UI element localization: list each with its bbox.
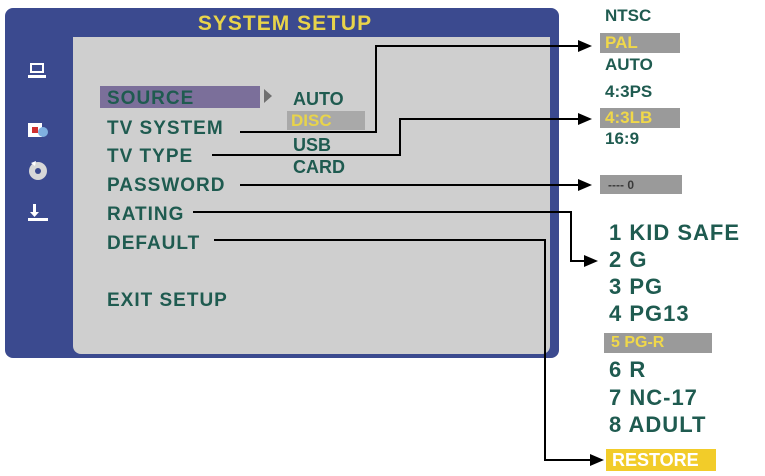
source-option-auto[interactable]: AUTO <box>293 89 344 109</box>
menu-password[interactable]: PASSWORD <box>107 175 226 196</box>
rating-option-selected[interactable]: 5 PG-R <box>604 333 712 353</box>
source-option-card[interactable]: CARD <box>293 157 345 177</box>
password-field[interactable]: ---- 0 <box>600 175 682 194</box>
source-highlight <box>100 86 260 108</box>
language-icon[interactable] <box>27 120 49 140</box>
rating-option[interactable]: 8 ADULT <box>609 412 707 437</box>
rating-option[interactable]: 7 NC-17 <box>609 385 698 410</box>
rating-option[interactable]: 3 PG <box>609 274 664 299</box>
menu-tv-type[interactable]: TV TYPE <box>107 146 194 167</box>
source-option-disc[interactable]: DISC <box>287 111 365 130</box>
tv-type-4-3lb[interactable]: 4:3LB <box>600 108 680 128</box>
menu-tv-system[interactable]: TV SYSTEM <box>107 118 224 139</box>
menu-rating[interactable]: RATING <box>107 204 185 225</box>
tv-system-ntsc[interactable]: NTSC <box>605 6 652 25</box>
preference-icon[interactable] <box>27 203 49 223</box>
source-option-usb[interactable]: USB <box>293 135 332 155</box>
tv-type-4-3ps[interactable]: 4:3PS <box>605 82 653 101</box>
rating-option[interactable]: 6 R <box>609 357 647 382</box>
menu-default[interactable]: DEFAULT <box>107 233 201 254</box>
menu-source[interactable]: SOURCE <box>107 88 195 109</box>
disc-icon[interactable] <box>27 160 49 180</box>
default-restore[interactable]: RESTORE <box>606 449 716 471</box>
tv-system-auto[interactable]: AUTO <box>605 55 653 74</box>
rating-option[interactable]: 4 PG13 <box>609 301 690 326</box>
rating-option[interactable]: 1 KID SAFE <box>609 220 741 245</box>
source-arrow-icon <box>264 89 272 103</box>
window-title: SYSTEM SETUP <box>197 12 373 35</box>
tv-system-pal[interactable]: PAL <box>600 33 680 53</box>
menu-exit-setup[interactable]: EXIT SETUP <box>107 290 228 311</box>
rating-option[interactable]: 2 G <box>609 247 648 272</box>
tv-type-16-9[interactable]: 16:9 <box>605 129 640 148</box>
monitor-icon[interactable] <box>26 62 48 82</box>
